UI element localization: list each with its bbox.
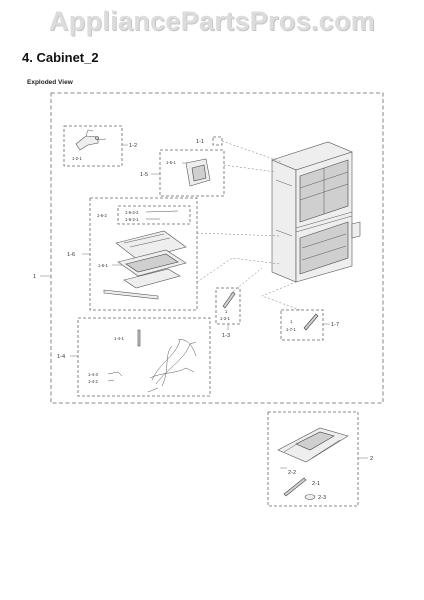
view-label: Exploded View (27, 79, 73, 86)
label-1-7-1: 1-7-1 (286, 327, 296, 332)
cabinet-body (271, 141, 361, 283)
label-1-4-3: 1-4-3 (88, 372, 98, 377)
label-2-1: 2-1 (312, 481, 320, 487)
assembly-1-box (50, 92, 384, 404)
label-1-6-2: 1-6-2 (97, 213, 107, 218)
label-1-4-2: 1-4-2 (88, 379, 98, 384)
label-2-2: 2-2 (288, 470, 296, 476)
label-1-4-1: 1-4-1 (114, 336, 124, 341)
label-1-6-2-2: 1-6-2-2 (125, 210, 139, 215)
watermark: AppliancePartsPros.com (48, 6, 376, 36)
group-1-5: 1-5-1 1-5 (140, 149, 225, 197)
label-1-5-1: 1-5-1 (166, 160, 176, 165)
label-2-3: 2-3 (318, 495, 326, 501)
label-1-2: 1-2 (129, 143, 137, 149)
label-1: 1 (33, 274, 36, 280)
group-1-3: 1 1-3-1 1-3 (215, 287, 241, 339)
svg-text:1: 1 (290, 319, 293, 324)
label-1-6: 1-6 (67, 252, 75, 258)
label-1-3-1: 1-3-1 (220, 316, 230, 321)
label-2: 2 (370, 456, 373, 462)
label-1-1: 1-1 (196, 139, 204, 145)
label-1-2-1: 1-2-1 (72, 156, 82, 161)
group-1-2: 1-2 1-2-1 (63, 125, 137, 167)
label-1-6-1: 1-6-1 (98, 263, 108, 268)
section-title: 4. Cabinet_2 (22, 50, 99, 65)
group-1-4: 1-4-1 1-4-3 1-4-2 1-4 (57, 317, 211, 397)
group-1-6: 1-6-2 1-6-2-2 1-6-2-1 1-6-1 1-6 (67, 197, 198, 311)
label-1-4: 1-4 (57, 354, 65, 360)
label-1-3: 1-3 (222, 333, 230, 339)
label-1-5: 1-5 (140, 172, 148, 178)
group-1-7: 1 1-7-1 1-7 (280, 309, 339, 341)
label-1-7: 1-7 (331, 322, 339, 328)
group-2: 2 2-2 2-1 2-3 (267, 411, 373, 507)
label-1-6-2-1: 1-6-2-1 (125, 217, 139, 222)
group-1-1: 1-1 (196, 136, 223, 146)
svg-text:1: 1 (225, 309, 228, 314)
